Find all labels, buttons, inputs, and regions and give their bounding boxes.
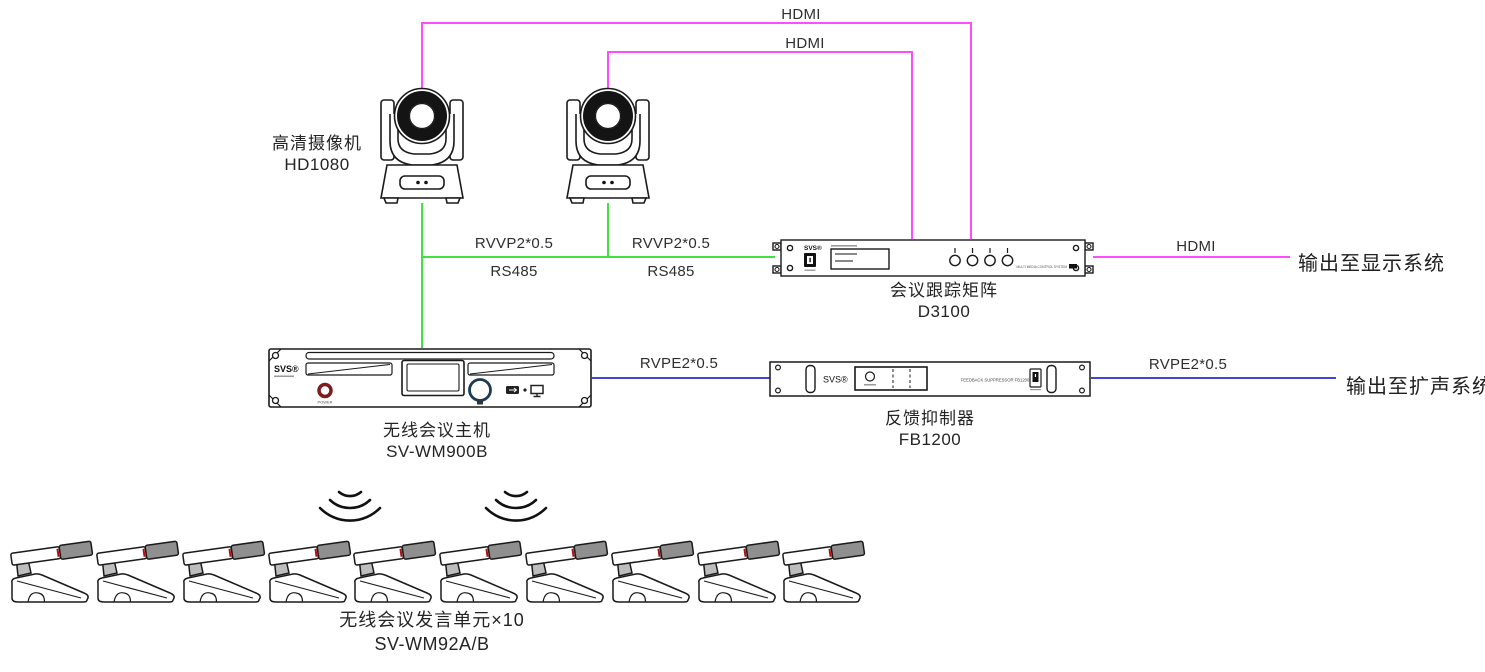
- mic-label: 无线会议发言单元×10 SV-WM92A/B: [339, 608, 525, 656]
- suppressor-display: [854, 366, 928, 391]
- host-model: SV-WM900B: [386, 442, 488, 461]
- rs485-cable-cam1-vertical: [421, 203, 423, 348]
- rvvp-label-1: RVVP2*0.5: [474, 235, 554, 252]
- camera-name: 高清摄像机: [272, 134, 362, 153]
- mic-unit: [267, 540, 352, 603]
- mic-unit: [95, 540, 180, 603]
- wifi-signal-icon: [318, 490, 382, 522]
- matrix-label: 会议跟踪矩阵 D3100: [890, 280, 998, 322]
- camera-label: 高清摄像机 HD1080: [272, 133, 362, 175]
- rvvp-label-2: RVVP2*0.5: [631, 235, 711, 252]
- host-port-icons: [506, 384, 544, 398]
- audio-cable-host-to-suppressor: [592, 377, 770, 379]
- host-power-label: POWER: [317, 400, 332, 405]
- output-sound-system-label: 输出至扩声系统: [1346, 376, 1485, 398]
- suppressor-label: 反馈抑制器 FB1200: [885, 408, 975, 450]
- hdmi-cable-cam1-horizontal: [421, 22, 972, 24]
- host-screen: [401, 359, 465, 397]
- matrix-panel-logo: [1069, 264, 1077, 269]
- matrix-panel-text: MULTI MEDIA CONTROL SYSTEM: [1017, 265, 1068, 269]
- camera-model: HD1080: [284, 155, 350, 174]
- feedback-suppressor-device: SVS® FEEDBACK SUPPRESSOR FB1200: [769, 361, 1091, 397]
- wifi-signal-icon: [484, 490, 548, 522]
- mic-unit: [524, 540, 609, 603]
- host-power-button: [317, 382, 333, 399]
- hdmi-label-output: HDMI: [1176, 238, 1216, 255]
- rvpe-label-link: RVPE2*0.5: [639, 355, 719, 372]
- mic-name: 无线会议发言单元×10: [339, 610, 525, 630]
- host-brand-logo: SVS®: [274, 364, 299, 374]
- wireless-host-device: SVS® POWER: [268, 348, 592, 408]
- suppressor-name: 反馈抑制器: [885, 409, 975, 428]
- hd-camera-2: [560, 86, 656, 204]
- hdmi-label-2: HDMI: [785, 35, 825, 52]
- matrix-brand-logo: SVS®: [804, 244, 822, 252]
- rs485-cable-cam2-vertical: [607, 203, 609, 258]
- output-display-system-label: 输出至显示系统: [1298, 253, 1445, 275]
- suppressor-power-switch: [1029, 368, 1042, 391]
- mic-model: SV-WM92A/B: [374, 634, 490, 654]
- matrix-name: 会议跟踪矩阵: [890, 281, 998, 300]
- host-label: 无线会议主机 SV-WM900B: [383, 420, 491, 462]
- matrix-model: D3100: [917, 302, 971, 321]
- mic-unit: [696, 540, 781, 603]
- hdmi-label-1: HDMI: [781, 6, 821, 23]
- mic-unit: [610, 540, 695, 603]
- mic-unit: [781, 540, 866, 603]
- audio-cable-output: [1091, 377, 1336, 379]
- hdmi-cable-cam2-drop: [607, 51, 609, 90]
- mic-unit: [438, 540, 523, 603]
- matrix-knobs: [949, 248, 1014, 267]
- host-volume-knob: [468, 378, 492, 402]
- matrix-display: [830, 248, 890, 270]
- rs485-cable-horizontal: [421, 256, 775, 258]
- mic-unit: [9, 540, 94, 603]
- hdmi-cable-cam1-drop: [421, 22, 423, 90]
- hdmi-cable-cam1-vertical: [970, 22, 972, 239]
- rvpe-label-output: RVPE2*0.5: [1148, 356, 1228, 373]
- rs485-label-2: RS485: [647, 263, 695, 280]
- rs485-label-1: RS485: [490, 263, 538, 280]
- suppressor-brand-logo: SVS®: [823, 375, 848, 385]
- mic-unit: [181, 540, 266, 603]
- hdmi-cable-cam2-vertical: [911, 51, 913, 239]
- suppressor-panel-text: FEEDBACK SUPPRESSOR FB1200: [961, 378, 1030, 383]
- mic-unit: [352, 540, 437, 603]
- hdmi-cable-output: [1093, 256, 1290, 258]
- tracking-matrix-device: SVS® MULTI MEDIA CONTROL SYSTEM: [772, 239, 1094, 277]
- host-name: 无线会议主机: [383, 421, 491, 440]
- suppressor-model: FB1200: [898, 430, 962, 449]
- hdmi-cable-cam2-horizontal: [607, 51, 913, 53]
- hd-camera-1: [374, 86, 470, 204]
